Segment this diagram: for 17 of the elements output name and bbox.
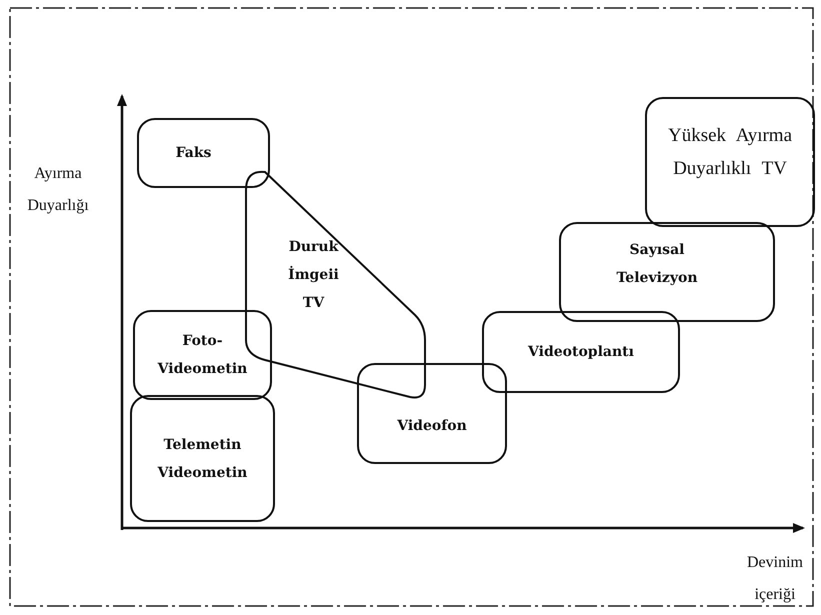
category-box bbox=[559, 222, 775, 322]
category-box bbox=[357, 363, 507, 464]
category-label: Videofon bbox=[396, 416, 468, 436]
category-label: Sayısal Televizyon bbox=[616, 241, 698, 288]
category-box bbox=[482, 311, 680, 393]
category-box bbox=[645, 97, 815, 227]
category-label: Foto- Videometin bbox=[156, 332, 248, 379]
category-box bbox=[137, 118, 270, 188]
category-label: Telemetin Videometin bbox=[156, 436, 248, 482]
category-label: Yüksek Ayırma Duyarlıklı TV bbox=[666, 124, 794, 181]
axis-label: Devinim içeriği bbox=[746, 553, 804, 605]
category-label: Faks bbox=[174, 144, 212, 163]
axis-label: Ayırma Duyarlığı bbox=[26, 164, 90, 216]
category-box bbox=[130, 395, 275, 522]
category-label: Videotoplantı bbox=[526, 343, 635, 362]
category-box bbox=[133, 310, 272, 400]
category-label: Duruk İmgeii TV bbox=[287, 238, 340, 312]
